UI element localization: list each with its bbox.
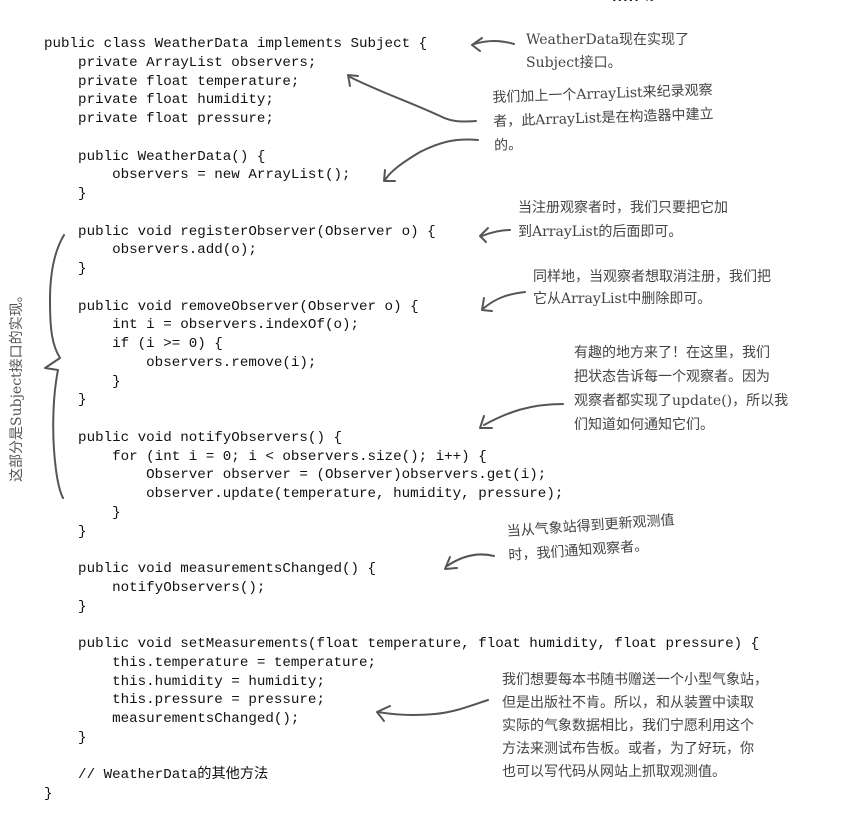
annotation-line: 方法来测试布告板。或者，为了好玩，你: [502, 741, 754, 757]
code-line: }: [44, 729, 87, 746]
code-line: private ArrayList observers;: [44, 54, 317, 71]
code-line: }: [44, 261, 87, 277]
arrow-icon: [383, 138, 479, 182]
annotation-line: 同样地，当观察者想取消注册，我们把: [533, 269, 771, 285]
annotation-line: Subject接口。: [526, 55, 622, 71]
annotation-line: WeatherData现在实现了: [526, 32, 690, 48]
annotation-line: 们知道如何通知它们。: [574, 417, 714, 433]
arrow-icon: [481, 291, 526, 312]
code-line: Observer observer = (Observer)observers.…: [44, 467, 547, 484]
annotation-notify: 有趣的地方来了！在这里，我们 把状态告诉每一个观察者。因为 观察者都实现了upd…: [574, 341, 788, 437]
curly-brace-icon: [44, 234, 65, 499]
code-line: notifyObservers();: [44, 579, 266, 596]
code-line: measurementsChanged();: [44, 711, 300, 727]
code-line: public void removeObserver(Observer o) {: [44, 298, 419, 315]
code-line: }: [44, 523, 87, 540]
annotation-line: 有趣的地方来了！在这里，我们: [574, 345, 770, 361]
arrow-icon: [479, 403, 564, 429]
arrow-icon: [376, 699, 489, 722]
code-line: observers = new ArrayList();: [44, 167, 351, 184]
code-line: if (i >= 0) {: [44, 336, 223, 352]
code-line: }: [44, 392, 87, 409]
code-line: observers.remove(i);: [44, 354, 317, 371]
annotation-line: 我们想要每本书随书赠送一个小型气象站，: [502, 672, 768, 688]
code-line: }: [44, 504, 121, 521]
annotation-set-measurements: 我们想要每本书随书赠送一个小型气象站， 但是出版社不肯。所以，和从装置中读取 实…: [502, 669, 768, 784]
annotation-line: 观察者都实现了update()，所以我: [574, 393, 789, 409]
code-line: public WeatherData() {: [44, 148, 266, 165]
code-line: observer.update(temperature, humidity, p…: [44, 486, 564, 502]
code-line: public void setMeasurements(float temper…: [44, 636, 760, 652]
code-line: public void measurementsChanged() {: [44, 561, 377, 577]
annotation-line: 当注册观察者时，我们只要把它加: [518, 200, 728, 216]
arrow-icon: [444, 553, 495, 570]
code-line: }: [44, 786, 53, 802]
arrow-icon: [471, 37, 515, 52]
annotation-line: 到ArrayList的后面即可。: [518, 224, 683, 240]
annotation-line: 实际的气象数据相比，我们宁愿利用这个: [502, 718, 754, 734]
code-line: this.pressure = pressure;: [44, 692, 325, 709]
annotation-line: 把状态告诉每一个观察者。因为: [574, 369, 770, 385]
code-line: private float humidity;: [44, 92, 274, 109]
arrow-icon: [479, 227, 511, 243]
code-line: this.humidity = humidity;: [44, 673, 325, 690]
annotation-line: 但是出版社不肯。所以，和从装置中读取: [502, 695, 754, 711]
annotation-line: 也可以写代码从网站上抓取观测值。: [502, 764, 726, 780]
code-line: observers.add(o);: [44, 242, 257, 259]
code-line: for (int i = 0; i < observers.size(); i+…: [44, 448, 487, 465]
code-line: }: [44, 373, 121, 390]
code-line: public void notifyObservers() {: [44, 429, 342, 446]
annotation-remove: 同样地，当观察者想取消注册，我们把 它从ArrayList中删除即可。: [533, 266, 771, 310]
code-line: this.temperature = temperature;: [44, 654, 377, 671]
clipped-previous-text: ····· ⁽·: [612, 0, 655, 7]
code-line: }: [44, 186, 87, 202]
code-line: }: [44, 598, 87, 615]
arrow-icon: [347, 74, 477, 123]
code-line: // WeatherData的其他方法: [44, 767, 269, 784]
code-line: private float pressure;: [44, 111, 274, 127]
code-line: public void registerObserver(Observer o)…: [44, 223, 436, 240]
annotation-implements-subject: WeatherData现在实现了 Subject接口。: [526, 29, 689, 75]
code-listing: public class WeatherData implements Subj…: [44, 35, 759, 804]
annotation-line: 它从ArrayList中删除即可。: [533, 291, 712, 307]
annotation-register: 当注册观察者时，我们只要把它加 到ArrayList的后面即可。: [518, 196, 728, 244]
code-line: int i = observers.indexOf(o);: [44, 317, 360, 334]
code-line: private float temperature;: [44, 73, 300, 90]
code-line: public class WeatherData implements Subj…: [44, 36, 428, 52]
